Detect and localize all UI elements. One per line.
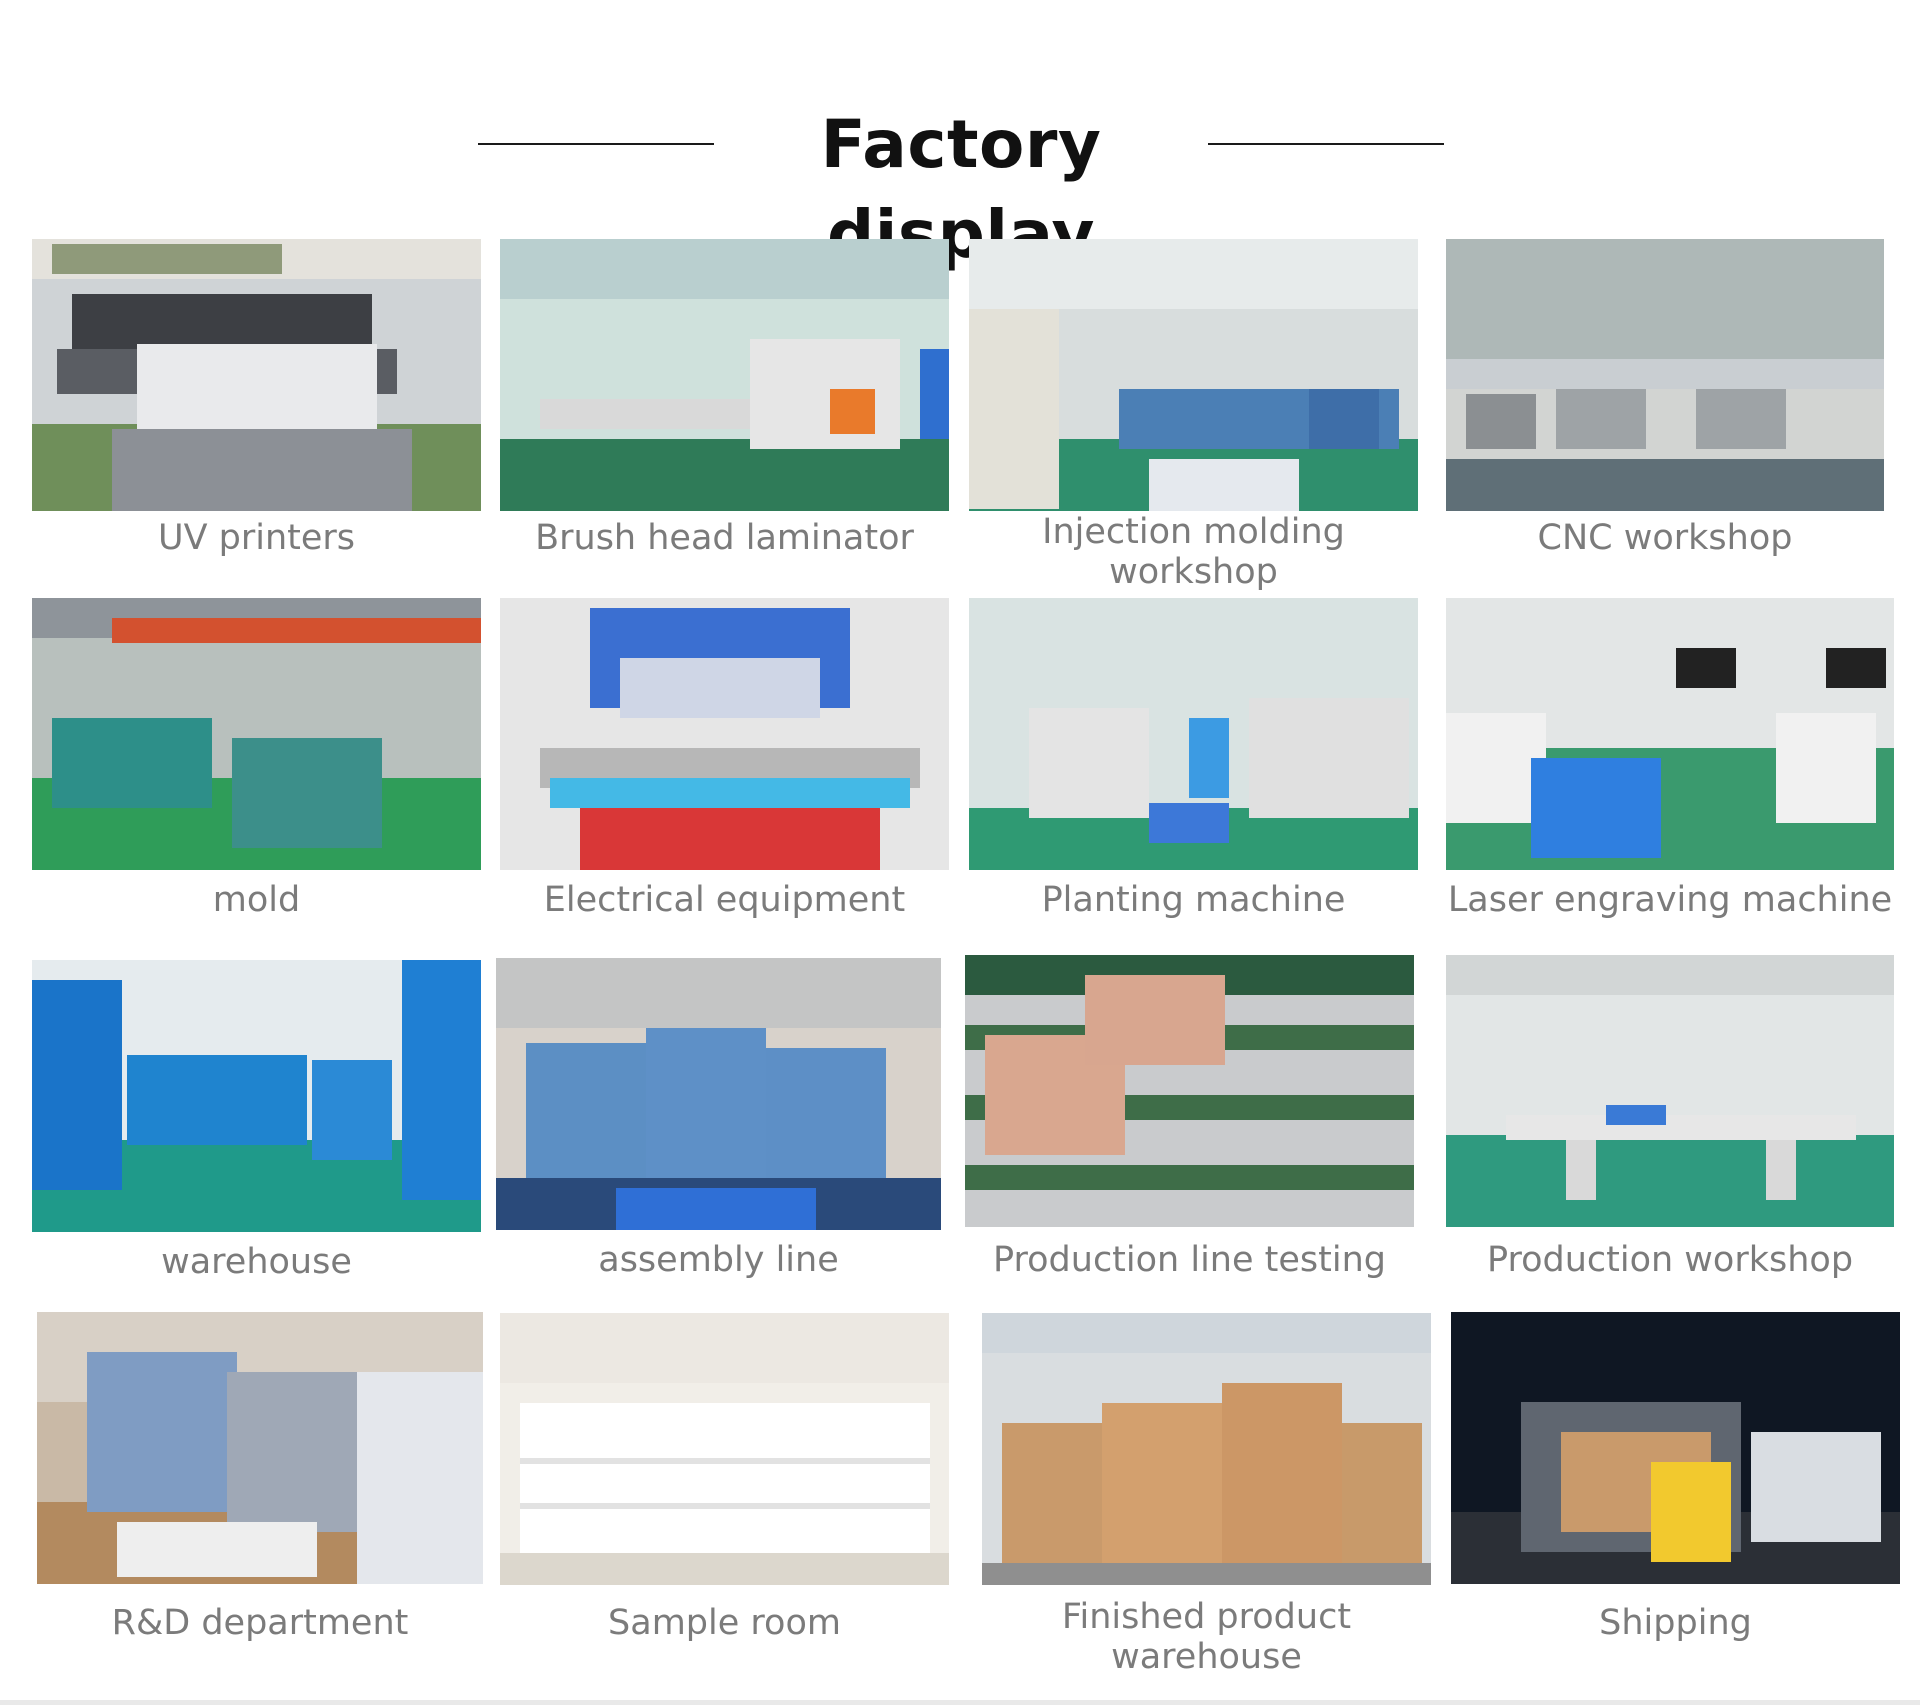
photo-assembly-line — [496, 958, 941, 1230]
title-rule-right — [1208, 143, 1444, 145]
bottom-divider — [0, 1700, 1920, 1705]
caption-assembly-line: assembly line — [598, 1240, 839, 1280]
caption-production-workshop: Production workshop — [1486, 1240, 1854, 1280]
photo-rd-department — [37, 1312, 483, 1584]
photo-warehouse — [32, 960, 481, 1232]
caption-shipping: Shipping — [1599, 1603, 1752, 1643]
photo-planting-machine — [969, 598, 1418, 870]
caption-laser-engraving-machine: Laser engraving machine — [1447, 880, 1893, 920]
photo-cnc-workshop — [1446, 239, 1884, 511]
photo-electrical-equipment — [500, 598, 949, 870]
caption-uv-printers: UV printers — [157, 518, 356, 558]
caption-planting-machine: Planting machine — [1041, 880, 1346, 920]
caption-warehouse: warehouse — [161, 1242, 352, 1282]
caption-injection-molding-workshop: Injection molding workshop — [1042, 512, 1345, 592]
photo-brush-head-laminator — [500, 239, 949, 511]
caption-production-line-testing: Production line testing — [993, 1240, 1386, 1280]
caption-finished-product-warehouse: Finished product warehouse — [1061, 1597, 1352, 1677]
title-rule-left — [478, 143, 714, 145]
page-title: Factory display — [820, 106, 1102, 273]
photo-production-workshop — [1446, 955, 1894, 1227]
caption-electrical-equipment: Electrical equipment — [543, 880, 906, 920]
photo-finished-product-warehouse — [982, 1313, 1431, 1585]
caption-cnc-workshop: CNC workshop — [1537, 518, 1793, 558]
caption-mold: mold — [212, 880, 301, 920]
caption-brush-head-laminator: Brush head laminator — [535, 518, 914, 558]
caption-sample-room: Sample room — [608, 1603, 841, 1643]
photo-production-line-testing — [965, 955, 1414, 1227]
photo-shipping — [1451, 1312, 1900, 1584]
caption-rd-department: R&D department — [111, 1603, 409, 1643]
photo-mold — [32, 598, 481, 870]
photo-uv-printers — [32, 239, 481, 511]
photo-laser-engraving-machine — [1446, 598, 1894, 870]
section-header: Factory display — [0, 100, 1920, 273]
photo-injection-molding-workshop — [969, 239, 1418, 511]
photo-sample-room — [500, 1313, 949, 1585]
